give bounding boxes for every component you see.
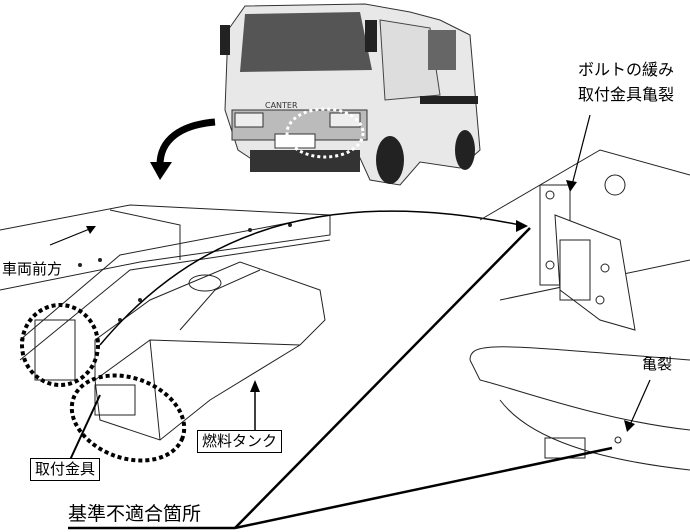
truck-badge: CANTER — [265, 101, 298, 110]
bracket-crack-label: 取付金具亀裂 — [578, 85, 675, 104]
crack-label: 亀裂 — [642, 355, 673, 373]
truck-photo: CANTER — [220, 3, 481, 186]
chassis-tank-drawing — [0, 204, 331, 463]
vehicle-front-label: 車両前方 — [2, 260, 63, 278]
bolt-loose-label: ボルトの緩み — [578, 60, 675, 79]
bracket-label: 取付金具 — [30, 458, 101, 481]
curved-arrow — [150, 118, 216, 180]
fuel-tank-label: 燃料タンク — [197, 430, 283, 453]
nonconforming-label: 基準不適合箇所 — [68, 503, 202, 525]
bracket-detail-drawing — [469, 149, 690, 471]
